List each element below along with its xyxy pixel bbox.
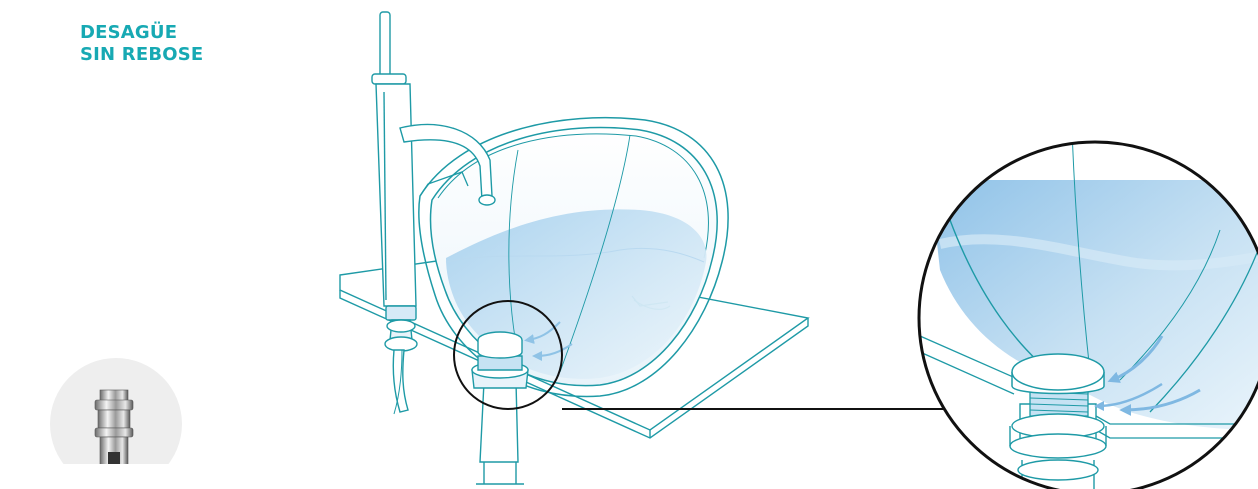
zoom-detail bbox=[900, 130, 1258, 489]
product-thumbnail bbox=[50, 358, 182, 489]
pop-up-drain-chrome-icon bbox=[95, 390, 133, 466]
